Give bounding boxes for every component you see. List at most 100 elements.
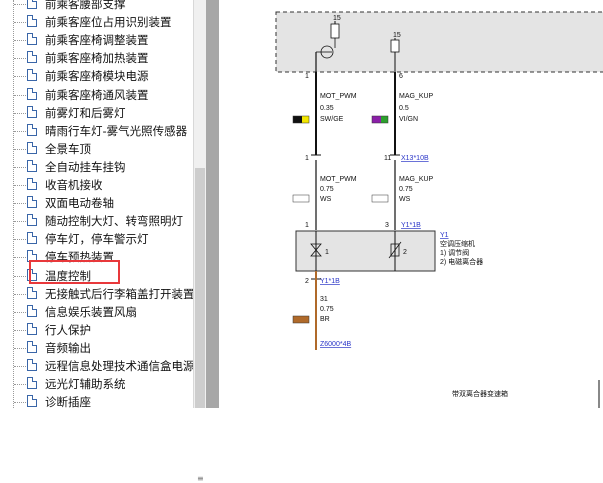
wire-color-swatch-vi-gn	[371, 115, 389, 124]
wire-right-mid-name: MAG_KUP	[399, 176, 434, 183]
fuse-left-label: 15	[333, 15, 341, 22]
tree-item-label: 全景车顶	[45, 142, 91, 156]
document-icon	[27, 51, 37, 63]
document-icon	[27, 88, 37, 100]
tree-item-label: 无接触式后行李箱盖打开装置	[45, 287, 193, 301]
document-icon	[27, 359, 37, 371]
tree-guide-line	[13, 0, 14, 408]
tree-item-label: 前乘客座椅通风装置	[45, 88, 149, 102]
wire-right-mid-size: 0.75	[399, 186, 413, 193]
tree-branch-line	[14, 149, 28, 150]
tree-item[interactable]: 前乘客座椅调整装置	[0, 31, 193, 49]
tree-item[interactable]: 远光灯辅助系统	[0, 375, 193, 393]
tree-branch-line	[14, 185, 28, 186]
tree-item-label: 全自动挂车挂钩	[45, 160, 126, 174]
selection-highlight-box	[29, 260, 120, 284]
tree-item[interactable]: 前乘客座位占用识别装置	[0, 13, 193, 31]
tree-item-label: 远光灯辅助系统	[45, 377, 126, 391]
bottom-link[interactable]: Z6000*4B	[320, 341, 351, 348]
conn-top-link[interactable]: X13*10B	[401, 155, 429, 162]
tree-item[interactable]: 温度控制	[0, 267, 193, 285]
tree-item[interactable]: 诊断插座	[0, 393, 193, 408]
compressor-component-box	[295, 230, 436, 272]
tree-item-label: 双面电动卷轴	[45, 196, 114, 210]
tree-item[interactable]: 音频输出	[0, 339, 193, 357]
tree-branch-line	[14, 276, 28, 277]
tree-item[interactable]: 全景车顶	[0, 140, 193, 158]
wire-left-top-color: SW/GE	[320, 116, 344, 123]
tree-branch-line	[14, 221, 28, 222]
conn-top-right-pin: 11	[384, 155, 391, 162]
wiring-diagram-view: 15 15 1 6 MOT_PWM 0.35 SW/GE MAG_KUP 0.5…	[219, 0, 603, 408]
document-icon	[27, 395, 37, 407]
wire-bottom-size: 0.75	[320, 306, 334, 313]
document-icon	[27, 214, 37, 226]
tree-item[interactable]: 前雾灯和后雾灯	[0, 104, 193, 122]
scrollbar-thumb[interactable]: ≡	[195, 168, 205, 483]
tree-branch-line	[14, 366, 28, 367]
component-link[interactable]: Y1*1B	[401, 222, 421, 229]
tree-item[interactable]: 前乘客座椅加热装置	[0, 49, 193, 67]
document-icon	[27, 142, 37, 154]
tree-item[interactable]: 远程信息处理技术通信盒电源	[0, 357, 193, 375]
wire-right-top-size: 0.5	[399, 105, 409, 112]
wiring-diagram: 15 15 1 6 MOT_PWM 0.35 SW/GE MAG_KUP 0.5…	[275, 11, 603, 408]
tree-item[interactable]: 双面电动卷轴	[0, 194, 193, 212]
wire-left-mid-name: MOT_PWM	[320, 176, 357, 183]
tree-scrollbar[interactable]: ≡	[193, 0, 206, 483]
tree-item[interactable]: 收音机接收	[0, 176, 193, 194]
tree-item[interactable]: 无接触式后行李箱盖打开装置	[0, 285, 193, 303]
document-icon	[27, 15, 37, 27]
grip-icon: ≡	[197, 474, 204, 483]
bottom-link-top[interactable]: Y1*1B	[320, 278, 340, 285]
tree-branch-line	[14, 113, 28, 114]
tree-item[interactable]: 随动控制大灯、转弯照明灯	[0, 212, 193, 230]
wire-left-top-size: 0.35	[320, 105, 334, 112]
tree-branch-line	[14, 40, 28, 41]
wire-color-swatch-sw-ge	[292, 115, 310, 124]
component-title: 空调压缩机	[440, 239, 475, 248]
valve-symbol-icon	[310, 243, 322, 257]
wire-right-top-name: MAG_KUP	[399, 93, 434, 100]
tree-item-label: 晴雨行车灯-雾气光照传感器	[45, 124, 188, 138]
pane-divider[interactable]	[206, 0, 219, 408]
component-id[interactable]: Y1	[440, 232, 449, 239]
tree-item-label: 行人保护	[45, 323, 91, 337]
tree-item-label: 停车灯，停车警示灯	[45, 232, 149, 246]
power-module-box	[275, 11, 603, 73]
wire-color-swatch-ws-right	[371, 194, 389, 203]
document-icon	[27, 124, 37, 136]
tree-branch-line	[14, 58, 28, 59]
tree-branch-line	[14, 384, 28, 385]
tree-item[interactable]: 全自动挂车挂钩	[0, 158, 193, 176]
tree-item[interactable]: 前乘客座椅模块电源	[0, 67, 193, 85]
document-icon	[27, 269, 37, 281]
tree-item[interactable]: 晴雨行车灯-雾气光照传感器	[0, 122, 193, 140]
comp-pin-right: 3	[385, 222, 389, 229]
wire-left-mid-color: WS	[320, 196, 332, 203]
tree-item[interactable]: 停车灯，停车警示灯	[0, 230, 193, 248]
document-icon	[27, 0, 37, 9]
tree-item[interactable]: 前乘客座椅通风装置	[0, 86, 193, 104]
tree-branch-line	[14, 167, 28, 168]
tree-branch-line	[14, 348, 28, 349]
wire-bottom-color: BR	[320, 316, 330, 323]
tree-item-label: 收音机接收	[45, 178, 103, 192]
tree-item[interactable]: 信息娱乐装置风扇	[0, 303, 193, 321]
document-icon	[27, 377, 37, 389]
tree-item-label: 温度控制	[45, 269, 91, 283]
topic-tree: 前乘客腰部支撑前乘客座位占用识别装置前乘客座椅调整装置前乘客座椅加热装置前乘客座…	[0, 0, 193, 408]
tree-item[interactable]: 行人保护	[0, 321, 193, 339]
tree-branch-line	[14, 131, 28, 132]
tree-item[interactable]: 前乘客腰部支撑	[0, 0, 193, 13]
document-icon	[27, 160, 37, 172]
tree-branch-line	[14, 402, 28, 403]
document-icon	[27, 287, 37, 299]
wire-left-mid-size: 0.75	[320, 186, 334, 193]
fuse-left	[330, 23, 340, 39]
tree-item-label: 信息娱乐装置风扇	[45, 305, 137, 319]
document-icon	[27, 196, 37, 208]
document-icon	[27, 33, 37, 45]
tree-item-label: 随动控制大灯、转弯照明灯	[45, 214, 183, 228]
symbol-2-label: 2	[403, 249, 407, 256]
